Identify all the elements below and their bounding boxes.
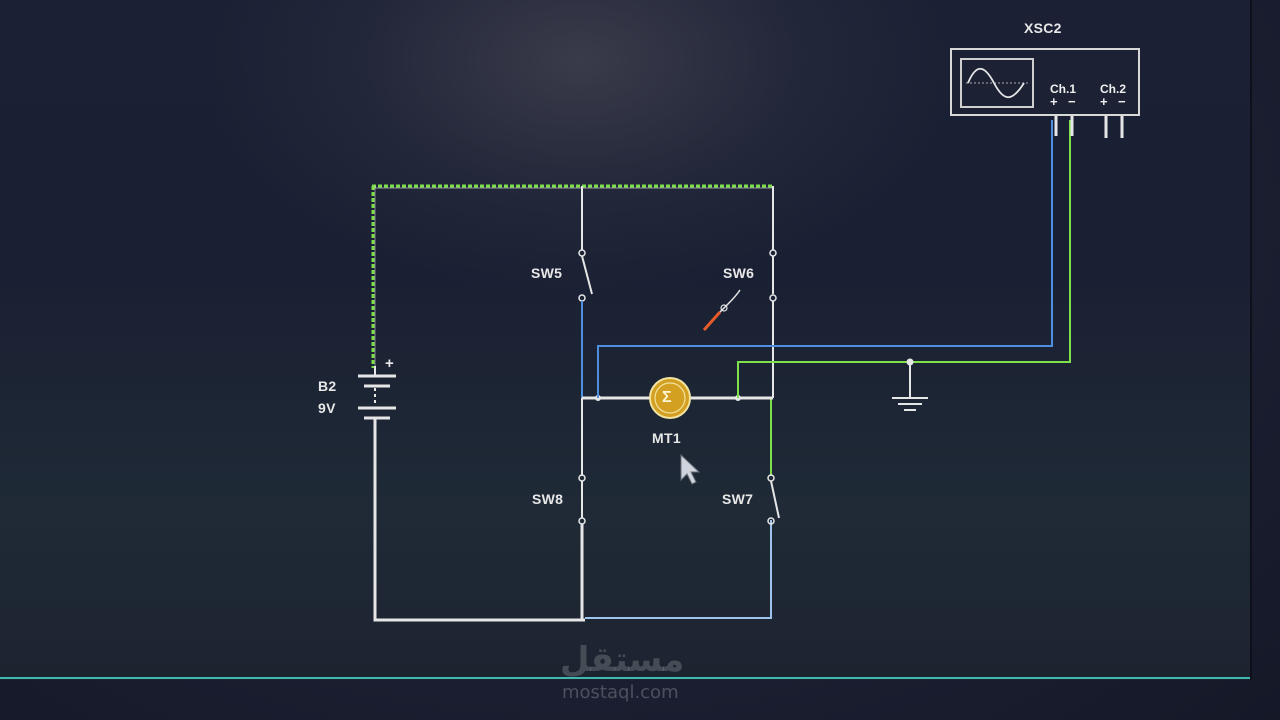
scope-ch1-plus: + — [1050, 94, 1058, 109]
watermark-arabic: مستقل — [560, 640, 685, 680]
scope-ch1-label: Ch.1 — [1050, 82, 1077, 96]
mouse-pointer-icon — [680, 453, 701, 485]
watermark-site: mostaql.com — [562, 682, 679, 703]
sine-wave-icon — [966, 67, 1028, 99]
scope-name-label: XSC2 — [1024, 20, 1062, 36]
motor-mt1[interactable] — [649, 377, 691, 419]
scope-ch1-minus: − — [1068, 94, 1076, 109]
canvas-bottom-rule — [0, 677, 1250, 679]
wire-probe-blue — [597, 120, 1053, 398]
ground-symbol[interactable] — [892, 362, 928, 411]
oscilloscope-xsc2[interactable]: Ch.1 Ch.2 + − + − — [950, 48, 1140, 116]
scope-ch2-plus: + — [1100, 94, 1108, 109]
battery-b2[interactable] — [358, 366, 396, 420]
sw5-label: SW5 — [531, 265, 563, 281]
battery-plus-label: + — [385, 355, 395, 372]
sw8-label: SW8 — [532, 491, 564, 507]
wire-left-white — [373, 418, 585, 622]
scope-ch2-minus: − — [1118, 94, 1126, 109]
wire-probe-green — [737, 120, 1071, 398]
wire-bottom-blue — [585, 520, 772, 619]
sw6-label: SW6 — [723, 265, 755, 281]
switch-sw8[interactable] — [578, 474, 586, 525]
motor-symbol: Σ — [662, 389, 672, 406]
motor-name-label: MT1 — [652, 430, 681, 446]
switch-sw7[interactable] — [767, 474, 780, 525]
schematic-canvas[interactable]: B2 9V + SW5 SW6 SW7 SW8 Σ MT1 XSC2 Ch.1 … — [0, 0, 1252, 680]
switch-sw6[interactable] — [769, 249, 777, 302]
scope-display — [960, 58, 1034, 108]
switch-sw5[interactable] — [578, 249, 593, 302]
sw7-label: SW7 — [722, 491, 754, 507]
circuit-schematic[interactable] — [0, 0, 1250, 680]
battery-value-label: 9V — [318, 400, 336, 416]
battery-name-label: B2 — [318, 378, 337, 394]
probe-cursor-icon — [702, 289, 741, 331]
scope-ch2-label: Ch.2 — [1100, 82, 1127, 96]
